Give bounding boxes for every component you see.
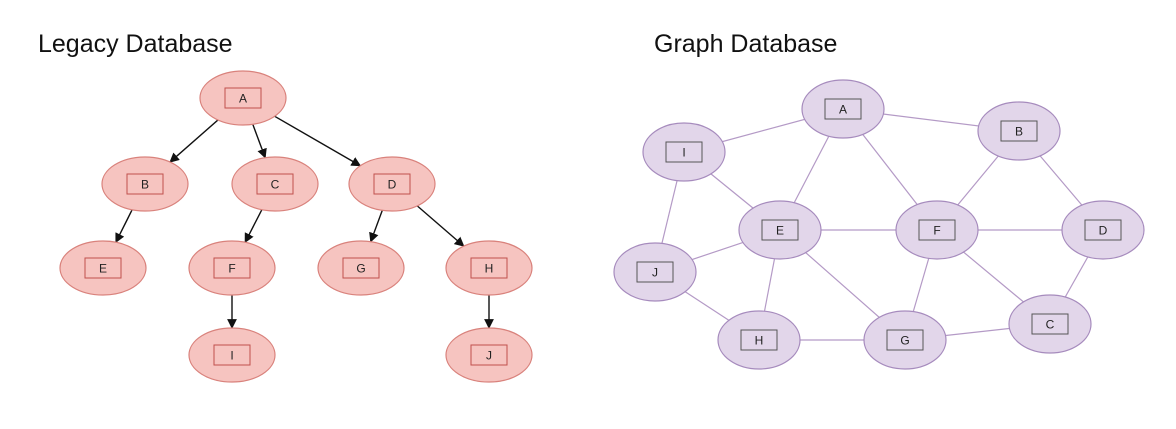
graph-database-title: Graph Database [654, 30, 838, 58]
legacy-node-label: A [239, 92, 247, 106]
legacy-node-label: G [356, 262, 365, 276]
graph-node-label: C [1046, 318, 1055, 332]
graph-node-label: A [839, 103, 847, 117]
legacy-node-g: G [317, 240, 405, 296]
graph-node-j: J [613, 242, 697, 302]
legacy-node-b: B [101, 156, 189, 212]
legacy-edge-d-h [414, 203, 465, 247]
legacy-node-label: J [486, 349, 492, 363]
legacy-node-i: I [188, 327, 276, 383]
graph-node-label: G [900, 334, 909, 348]
graph-database-network: A B I E F D J H G C [613, 79, 1145, 370]
graph-node-a: A [801, 79, 885, 139]
graph-node-label: B [1015, 125, 1023, 139]
legacy-node-h: H [445, 240, 533, 296]
legacy-node-e: E [59, 240, 147, 296]
graph-node-label: E [776, 224, 784, 238]
legacy-node-label: E [99, 262, 107, 276]
legacy-edge-c-f [244, 207, 264, 244]
graph-node-d: D [1061, 200, 1145, 260]
graph-node-b: B [977, 101, 1061, 161]
graph-node-i: I [642, 122, 726, 182]
graph-node-f: F [895, 200, 979, 260]
legacy-edge-a-b [169, 117, 221, 163]
legacy-node-label: D [388, 178, 397, 192]
graph-node-c: C [1008, 294, 1092, 354]
legacy-edge-a-c [251, 121, 267, 159]
legacy-database-tree: A B C D E F G H I J [59, 70, 533, 383]
legacy-database-title: Legacy Database [38, 30, 233, 58]
graph-node-label: D [1099, 224, 1108, 238]
graph-node-label: H [755, 334, 764, 348]
legacy-node-f: F [188, 240, 276, 296]
graph-node-label: F [933, 224, 940, 238]
graph-node-g: G [863, 310, 947, 370]
legacy-node-a: A [199, 70, 287, 126]
legacy-node-label: I [230, 349, 233, 363]
legacy-edge-b-e [115, 207, 134, 244]
legacy-node-d: D [348, 156, 436, 212]
graph-node-h: H [717, 310, 801, 370]
legacy-node-label: C [271, 178, 280, 192]
graph-node-label: I [682, 146, 685, 160]
legacy-node-c: C [231, 156, 319, 212]
legacy-node-j: J [445, 327, 533, 383]
legacy-edge-d-g [369, 207, 384, 243]
graph-node-label: J [652, 266, 658, 280]
graph-node-e: E [738, 200, 822, 260]
legacy-node-label: H [485, 262, 494, 276]
legacy-edge-a-d [271, 114, 362, 167]
legacy-node-label: F [228, 262, 235, 276]
legacy-node-label: B [141, 178, 149, 192]
